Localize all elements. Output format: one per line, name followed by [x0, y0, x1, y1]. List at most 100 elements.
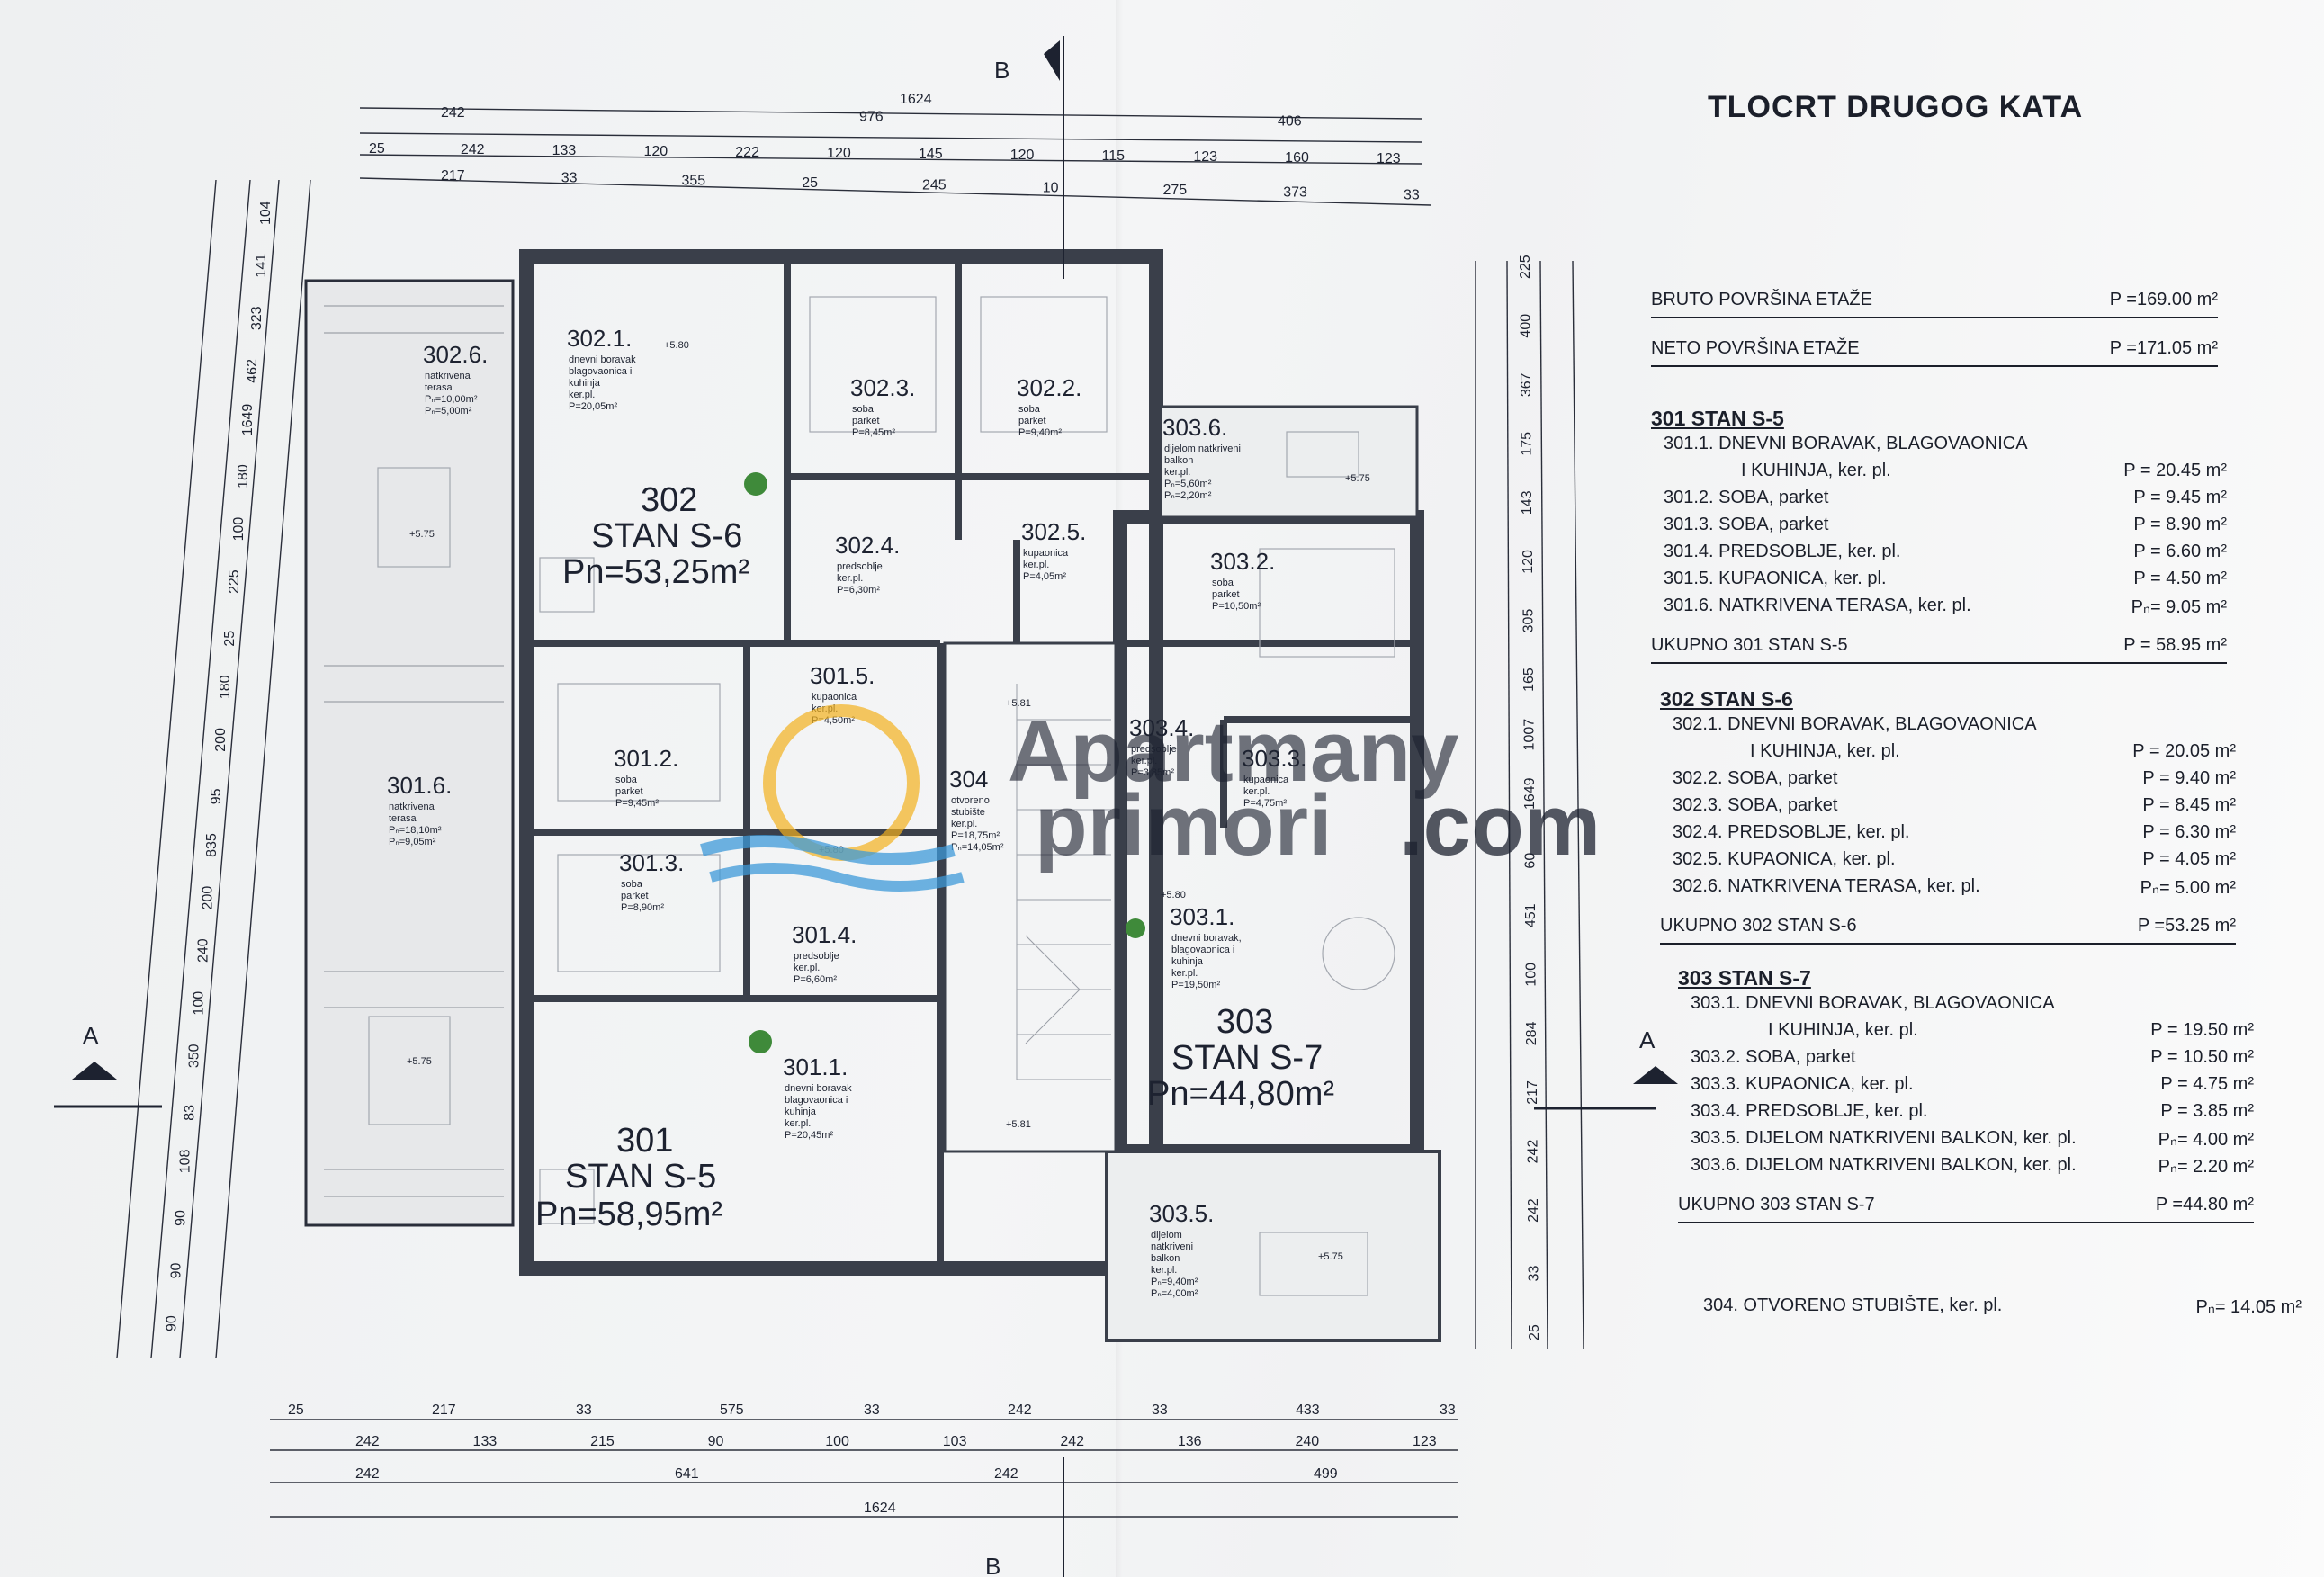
dimension-value: 33 [864, 1402, 880, 1418]
room-area-label: 303.4. PREDSOBLJE, ker. pl. [1691, 1101, 1928, 1121]
dimension-value: 499 [1314, 1466, 1338, 1482]
room-desc-line: parket [621, 891, 649, 901]
room-area-label: 303.3. KUPAONICA, ker. pl. [1691, 1074, 1914, 1094]
apartment-area: Pn=58,95m² [535, 1196, 722, 1233]
room-area-row: 301.5. KUPAONICA, ker. pl.P = 4.50 m² [1651, 569, 2227, 596]
dimension-value: 305 [1521, 609, 1536, 633]
room-area-label: 302.4. PREDSOBLJE, ker. pl. [1673, 822, 1910, 842]
room-id: 302.2. [1017, 374, 1081, 401]
dimension-value: 641 [675, 1466, 699, 1482]
room-desc-line: kupaonica [812, 692, 857, 703]
dimension-value: 143 [1520, 490, 1535, 515]
level-mark: +5.81 [1006, 698, 1031, 709]
room-desc-line: Pₙ=2,20m² [1164, 490, 1212, 501]
room-area-value: P = 20.05 m² [2132, 741, 2236, 761]
room-area-value: P = 6.60 m² [2133, 542, 2227, 561]
room-area-label: 301.3. SOBA, parket [1664, 515, 1829, 534]
room-area-value: P = 8.45 m² [2142, 795, 2236, 815]
room-area-row: 303.6. DIJELOM NATKRIVENI BALKON, ker. p… [1678, 1155, 2254, 1182]
room-desc-line: soba [1212, 578, 1234, 588]
room-desc-line: ker.pl. [569, 390, 595, 400]
room-area-row: 302.6. NATKRIVENA TERASA, ker. pl.Pₙ= 5.… [1660, 876, 2236, 903]
level-mark: +5.75 [1345, 473, 1370, 484]
balcony-303-6 [1159, 405, 1419, 519]
dimension-value: 60 [1523, 853, 1539, 869]
room-desc-line: predsoblje [794, 951, 839, 962]
dimension-value: 350 [186, 1044, 202, 1068]
dimension-value: 115 [1102, 148, 1126, 164]
room-desc-line: Pₙ=5,00m² [425, 406, 472, 417]
level-mark: +5.80 [1161, 890, 1186, 901]
room-desc-line: parket [615, 786, 643, 797]
room-desc-line: ker.pl. [1023, 560, 1049, 570]
room-desc-line: P=6,60m² [794, 974, 837, 985]
room-id: 303.1. [1170, 903, 1234, 930]
apartment-area: Pn=53,25m² [562, 553, 749, 591]
apartment-name: STAN S-6 [591, 517, 742, 555]
dimension-value: 25 [288, 1402, 304, 1418]
dimension-value: 242 [1008, 1402, 1032, 1418]
room-area-row: 302.4. PREDSOBLJE, ker. pl. P = 6.30 m² [1660, 822, 2236, 849]
room-desc-line: ker.pl. [837, 573, 863, 584]
room-desc-line: dijelom natkriveni [1164, 444, 1241, 454]
room-desc-line: ker.pl. [785, 1118, 811, 1129]
room-area-value: P = 3.85 m² [2160, 1101, 2254, 1121]
room-area-row: I KUHINJA, ker. pl.P = 19.50 m² [1678, 1020, 2254, 1047]
dimension-value: 10 [1043, 180, 1059, 195]
unit-total-value: P =44.80 m² [2155, 1195, 2254, 1214]
room-desc-line: P=8,45m² [852, 427, 895, 438]
dimension-value: 242 [441, 105, 465, 121]
total-value: P =169.00 m² [2109, 290, 2218, 309]
room-id: 301.6. [387, 772, 452, 799]
watermark-word-3: .com [1399, 777, 1601, 874]
room-area-label: 301.6. NATKRIVENA TERASA, ker. pl. [1664, 596, 1971, 615]
room-area-label: 303.2. SOBA, parket [1691, 1047, 1856, 1067]
apartment-name: STAN S-7 [1171, 1039, 1323, 1077]
level-mark: +5.81 [1006, 1119, 1031, 1130]
room-desc-line: dijelom [1151, 1230, 1182, 1241]
room-area-label: 301.1. DNEVNI BORAVAK, BLAGOVAONICA [1664, 434, 2028, 453]
room-area-label: 302.1. DNEVNI BORAVAK, BLAGOVAONICA [1673, 714, 2037, 734]
dimension-value: 400 [1519, 314, 1534, 338]
room-desc-line: stubište [951, 807, 985, 818]
watermark-logo: Apartmany primori .com [700, 703, 1601, 892]
room-area-label: 301.2. SOBA, parket [1664, 488, 1829, 507]
dimension-value: 100 [1524, 963, 1539, 987]
unit-total-label: UKUPNO 303 STAN S-7 [1678, 1195, 1875, 1214]
dimension-value: 123 [1193, 149, 1217, 165]
dimension-value: 1649 [240, 404, 256, 436]
room-desc-line: P=20,45m² [785, 1130, 833, 1141]
room-area-value: Pₙ= 9.05 m² [2131, 597, 2227, 617]
room-desc-line: predsoblje [837, 561, 883, 572]
dimension-value: 33 [561, 171, 578, 186]
terrace-hatching [324, 305, 504, 1197]
room-desc-line: dnevni boravak [785, 1083, 852, 1094]
apartment-number: 301 [616, 1122, 673, 1160]
room-desc-line: natkriveni [1151, 1241, 1193, 1252]
dimension-value: 367 [1519, 372, 1534, 397]
dimension-value: 976 [859, 110, 884, 125]
room-id: 303.6. [1162, 414, 1227, 441]
dimension-value: 90 [164, 1315, 179, 1331]
dimension-value: 406 [1278, 113, 1302, 129]
dimension-value: 242 [1525, 1140, 1540, 1164]
section-marker-b-bottom: B [985, 1457, 1064, 1577]
room-id: 302.6. [423, 341, 488, 368]
room-area-label: 302.5. KUPAONICA, ker. pl. [1673, 849, 1896, 869]
apartment-name: STAN S-5 [565, 1158, 716, 1196]
dimension-value: 123 [1413, 1434, 1437, 1449]
dimension-value: 104 [258, 201, 274, 225]
room-area-value: Pₙ= 4.00 m² [2158, 1130, 2254, 1150]
dimension-value: 141 [254, 254, 269, 278]
room-desc-line: P=6,30m² [837, 585, 880, 596]
dimension-value: 242 [355, 1434, 380, 1449]
dimension-value: 1624 [864, 1501, 896, 1516]
room-desc-line: Pₙ=10,00m² [425, 394, 478, 405]
room-area-value: P = 6.30 m² [2142, 822, 2236, 842]
